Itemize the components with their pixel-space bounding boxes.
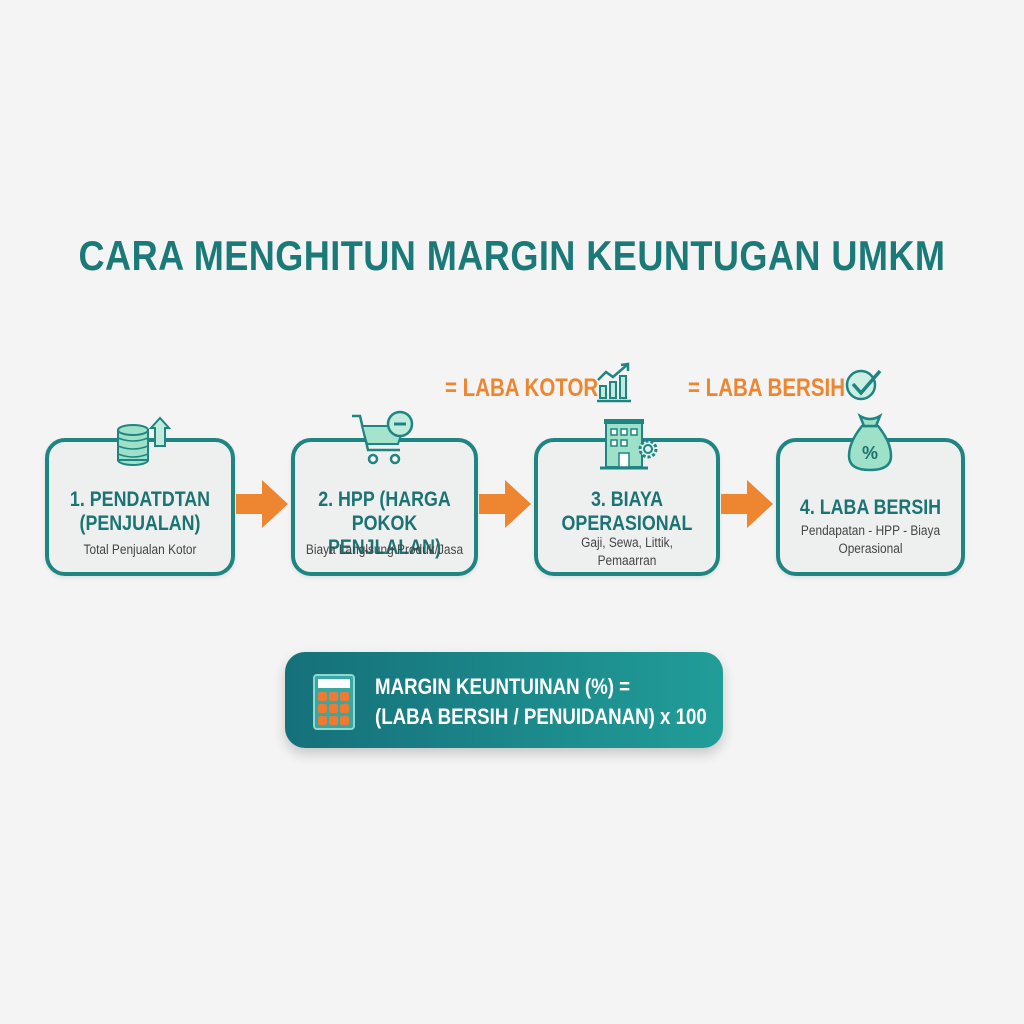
step-title: 1. PENDATDTAN(PENJUALAN) (69, 488, 211, 535)
step-title: 4. LABA BERSIH (799, 496, 942, 519)
building-gear-icon (600, 419, 658, 470)
page-title: CARA MENGHITUN MARGIN KEUNTUGAN UMKM (78, 232, 946, 279)
coins-arrow-up-icon (117, 416, 172, 466)
flow-arrow (236, 480, 288, 533)
gross-profit-label: = LABA KOTOR (445, 374, 599, 402)
check-circle-icon (845, 369, 882, 401)
money-bag-percent-icon: % (847, 413, 893, 472)
flow-arrow (721, 480, 773, 533)
flow-arrow (479, 480, 531, 533)
step-description: Gaji, Sewa, Littik,Pemaarran (581, 535, 673, 568)
step-description: Total Penjualan Kotor (83, 542, 197, 557)
calculator-icon (313, 674, 355, 730)
formula-banner: MARGIN KEUNTUINAN (%) = (LABA BERSIH / P… (285, 652, 723, 748)
cart-minus-icon (352, 410, 414, 465)
formula-line-1: MARGIN KEUNTUINAN (%) = (375, 674, 631, 699)
svg-text:%: % (862, 443, 878, 463)
bar-chart-growth-icon (597, 362, 631, 403)
step-description: Biaya Langlsung Produk/Jasa (305, 542, 464, 557)
net-profit-label: = LABA BERSIH (688, 374, 846, 402)
formula-line-2: (LABA BERSIH / PENUIDANAN) x 100 (375, 704, 707, 729)
